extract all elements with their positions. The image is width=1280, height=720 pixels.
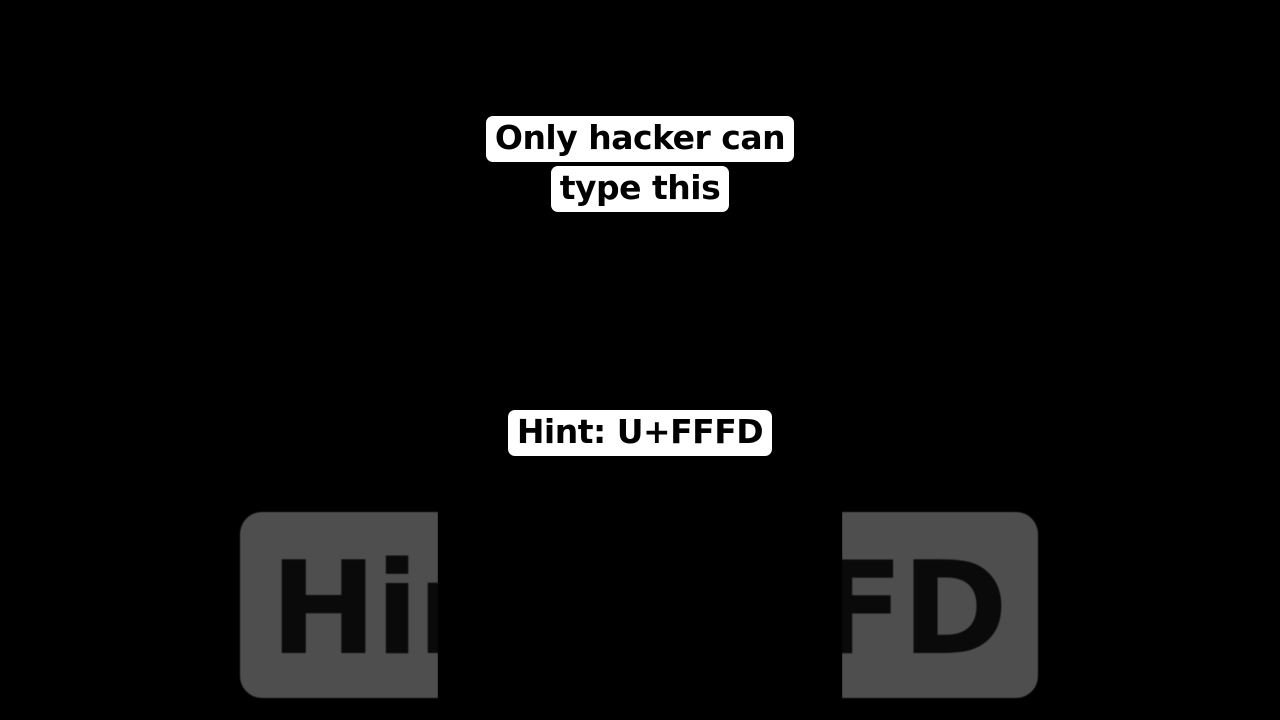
hint-caption: Hint: U+FFFD	[0, 410, 1280, 456]
blurred-background-right: FFD	[842, 512, 1038, 698]
video-content-area	[438, 0, 842, 720]
hint-caption-text: Hint: U+FFFD	[507, 410, 773, 456]
title-caption: Only hacker can type this	[0, 116, 1280, 216]
blurred-hint-fragment-right: FFD	[842, 535, 1008, 684]
title-caption-line-1: Only hacker can	[485, 116, 795, 162]
title-caption-line-2: type this	[550, 166, 730, 212]
blurred-background-left: Hin	[240, 512, 438, 698]
blurred-hint-fragment-left: Hin	[270, 535, 438, 684]
